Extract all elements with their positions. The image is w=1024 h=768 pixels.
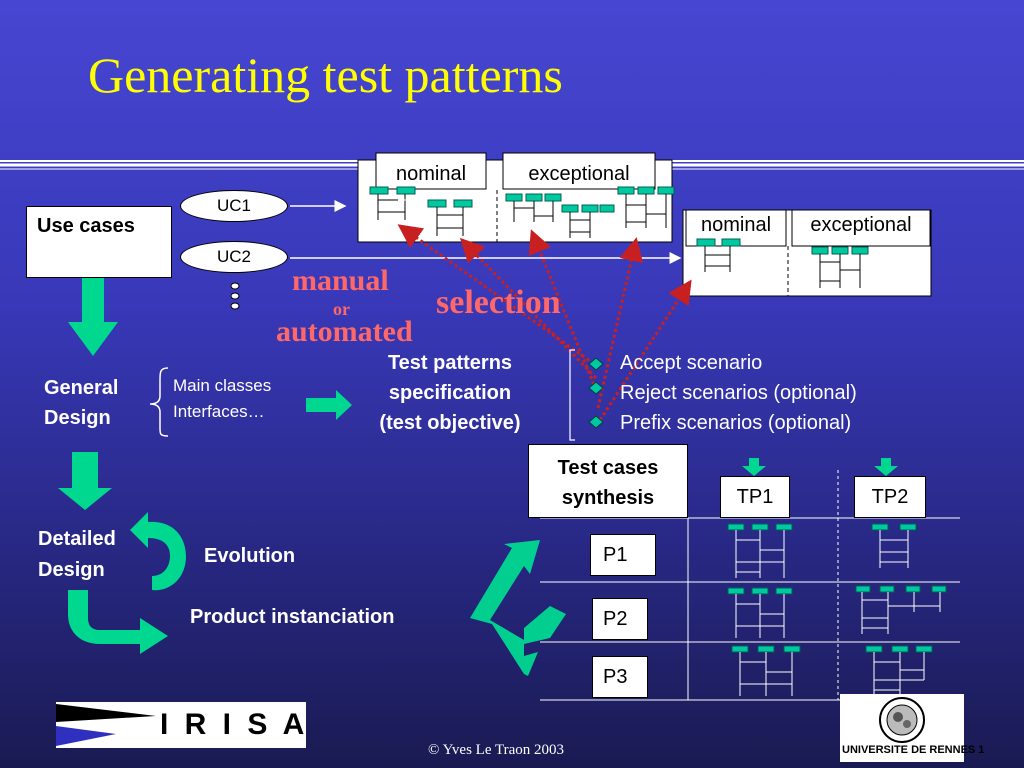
slide-title: Generating test patterns bbox=[88, 47, 563, 103]
rennes-logo: UNIVERSITE DE RENNES 1 bbox=[840, 694, 984, 762]
uc1-oval: UC1 bbox=[180, 190, 288, 222]
general-brace bbox=[149, 367, 169, 437]
spec-line3: (test objective) bbox=[379, 412, 521, 434]
spec-line1: Test patterns bbox=[387, 352, 513, 374]
seq2-exceptional-label: exceptional bbox=[810, 214, 912, 236]
general-design-line1: General bbox=[44, 377, 119, 399]
seq1-nominal-label: nominal bbox=[395, 163, 467, 185]
cell-diagrams bbox=[727, 523, 947, 696]
or-label: or bbox=[333, 299, 350, 319]
irisa-logo-mark bbox=[56, 704, 156, 746]
irisa-text: I R I S A bbox=[160, 708, 309, 741]
selection-label: selection bbox=[436, 284, 561, 321]
synthesis-line2: synthesis bbox=[561, 487, 655, 509]
tp2-label: TP2 bbox=[871, 486, 909, 508]
scenario-prefix: Prefix scenarios (optional) bbox=[620, 412, 852, 434]
general-item-interfaces: Interfaces… bbox=[173, 402, 265, 421]
p2-label: P2 bbox=[603, 608, 628, 630]
sequence-box-1 bbox=[357, 152, 675, 243]
scenario-accept: Accept scenario bbox=[620, 352, 763, 374]
use-cases-box: Use cases bbox=[26, 206, 172, 278]
synthesis-box: Test cases synthesis bbox=[528, 444, 688, 518]
automated-label: automated bbox=[276, 315, 413, 348]
selection-arrows bbox=[397, 224, 692, 421]
p3-cell: P3 bbox=[592, 656, 648, 698]
scenario-bullets bbox=[588, 357, 604, 429]
detailed-design-line2: Design bbox=[38, 559, 105, 581]
seq2-nominal-label: nominal bbox=[700, 214, 772, 236]
synthesis-line1: Test cases bbox=[557, 457, 659, 479]
tp1-label: TP1 bbox=[736, 486, 774, 508]
seq1-exceptional-label: exceptional bbox=[528, 163, 630, 185]
detailed-design-line1: Detailed bbox=[38, 528, 116, 550]
general-design-line2: Design bbox=[44, 407, 111, 429]
uc2-oval: UC2 bbox=[180, 241, 288, 273]
sequence-box-2 bbox=[682, 209, 932, 297]
evolution-label: Evolution bbox=[204, 545, 296, 567]
scenario-reject: Reject scenarios (optional) bbox=[620, 382, 857, 404]
rennes-seal-icon bbox=[879, 697, 925, 743]
tp2-header: TP2 bbox=[854, 476, 926, 518]
uc1-label: UC1 bbox=[216, 196, 251, 215]
spec-line2: specification bbox=[388, 382, 512, 404]
p3-label: P3 bbox=[603, 666, 628, 688]
scenario-bracket bbox=[569, 349, 575, 441]
slide-footer: © Yves Le Traon 2003 bbox=[428, 742, 565, 758]
uc2-label: UC2 bbox=[216, 247, 251, 266]
flow-arrows bbox=[58, 272, 898, 676]
p2-cell: P2 bbox=[592, 598, 648, 640]
manual-label: manual bbox=[292, 264, 389, 297]
irisa-logo: I R I S A bbox=[56, 702, 306, 748]
rennes-text: UNIVERSITE DE RENNES 1 bbox=[842, 744, 985, 756]
product-instanciation-label: Product instanciation bbox=[190, 606, 395, 628]
use-cases-label: Use cases bbox=[37, 215, 135, 237]
p1-cell: P1 bbox=[590, 534, 656, 576]
general-item-classes: Main classes bbox=[173, 376, 272, 395]
tp1-header: TP1 bbox=[720, 476, 790, 518]
ellipsis-dots bbox=[230, 282, 240, 310]
p1-label: P1 bbox=[603, 544, 628, 566]
